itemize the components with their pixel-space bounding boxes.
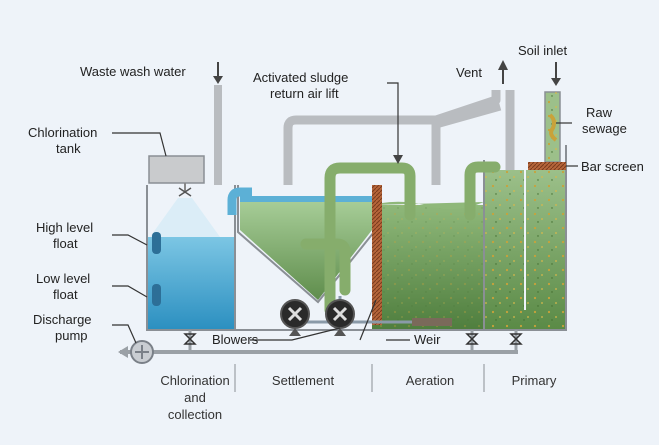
section-aeration: Aeration — [406, 373, 454, 388]
discharge-pipe — [118, 330, 518, 358]
soil-inlet-label: Soil inlet — [518, 43, 568, 58]
section-primary: Primary — [512, 373, 557, 388]
discharge-pump — [130, 340, 154, 364]
weir-label: Weir — [414, 332, 441, 347]
low-level-float — [152, 284, 161, 306]
section-settlement: Settlement — [272, 373, 335, 388]
section-chlorination-line3: collection — [168, 407, 222, 422]
primary-tank — [484, 170, 566, 330]
discharge-pump-label-line1: Discharge — [33, 312, 92, 327]
chlorination-tank-box — [148, 155, 205, 197]
flow-arrows — [213, 60, 561, 164]
tank-outline — [235, 145, 567, 331]
high-level-float — [152, 232, 161, 254]
section-chlorination-line2: and — [184, 390, 206, 405]
raw-sewage-label-line2: sewage — [582, 121, 627, 136]
section-dividers — [234, 364, 485, 392]
vent-label: Vent — [456, 65, 482, 80]
leader-lines — [112, 82, 578, 344]
high-level-float-label-line1: High level — [36, 220, 93, 235]
bar-screen-label: Bar screen — [581, 159, 644, 174]
soil-inlet-pipe — [544, 91, 561, 163]
diffuser — [412, 318, 452, 326]
section-chlorination-line1: Chlorination — [160, 373, 229, 388]
chlorination-tank-label-line2: tank — [56, 141, 81, 156]
high-level-float-label-line2: float — [53, 236, 78, 251]
bar-screen — [528, 162, 566, 170]
blower-2 — [325, 299, 355, 336]
aeration-tank — [372, 201, 484, 330]
low-level-float-label-line1: Low level — [36, 271, 90, 286]
sludge-return-air-lift — [300, 161, 501, 316]
transfer-pipe-blue — [227, 187, 252, 215]
blower-1 — [280, 299, 310, 336]
valve-icon — [183, 333, 523, 345]
chlorination-collection-tank — [146, 185, 236, 331]
blowers-label: Blowers — [212, 332, 259, 347]
activated-sludge-label-line2: return air lift — [270, 86, 339, 101]
chlorination-tank-label-line1: Chlorination — [28, 125, 97, 140]
discharge-pump-label-line2: pump — [55, 328, 88, 343]
activated-sludge-label-line1: Activated sludge — [253, 70, 348, 85]
vent-pipes — [283, 90, 515, 185]
weir — [372, 185, 382, 325]
raw-sewage-label-line1: Raw — [586, 105, 613, 120]
low-level-float-label-line2: float — [53, 287, 78, 302]
waste-wash-water-label: Waste wash water — [80, 64, 186, 79]
